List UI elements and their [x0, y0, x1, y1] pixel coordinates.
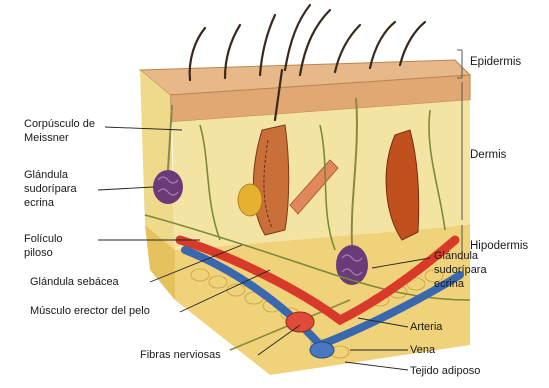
dermis-side: [140, 70, 175, 250]
label-hipodermis: Hipodermis: [470, 240, 528, 253]
label-fibras: Fibras nerviosas: [140, 349, 221, 362]
label-glandula-sebacea: Glándula sebácea: [30, 276, 119, 289]
label-glandula-left-3: ecrina: [24, 197, 54, 210]
label-glandula-left-2: sudorípara: [24, 183, 77, 196]
label-glandula-right-1: Glándula: [434, 250, 478, 263]
label-foliculo-1: Folículo: [24, 233, 63, 246]
sebaceous-gland: [238, 184, 262, 216]
label-corpusculo-1: Corpúsculo de: [24, 118, 95, 131]
label-vena: Vena: [410, 344, 435, 357]
label-glandula-right-2: sudorípara: [434, 264, 487, 277]
label-glandula-left-1: Glándula: [24, 169, 68, 182]
label-corpusculo-2: Meissner: [24, 132, 69, 145]
label-tejido: Tejido adiposo: [410, 365, 480, 378]
label-epidermis: Epidermis: [470, 56, 521, 69]
label-dermis: Dermis: [470, 149, 506, 162]
hair-follicle: [253, 125, 288, 235]
label-musculo: Músculo erector del pelo: [30, 305, 150, 318]
label-foliculo-2: piloso: [24, 247, 53, 260]
label-arteria: Arteria: [410, 321, 442, 334]
label-glandula-right-3: ecrina: [434, 278, 464, 291]
